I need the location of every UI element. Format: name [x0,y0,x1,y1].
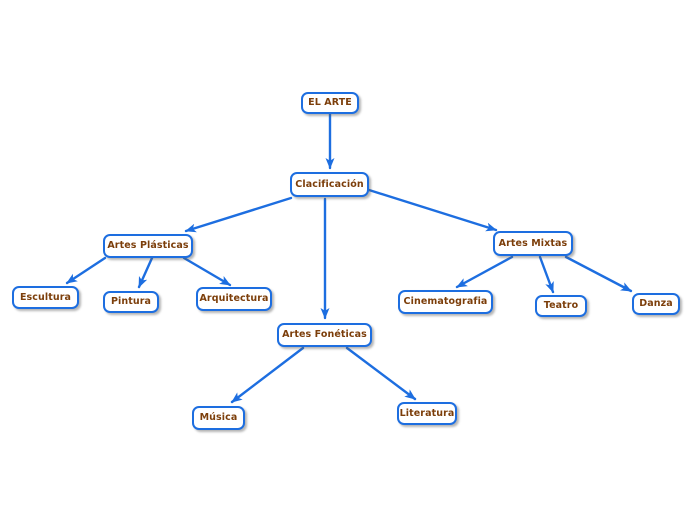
node-literatura[interactable]: Literatura [397,402,457,425]
node-artes-plasticas[interactable]: Artes Plásticas [103,234,193,258]
node-cinematografia-label: Cinematografia [403,296,488,308]
node-pintura-label: Pintura [110,296,152,308]
node-escultura[interactable]: Escultura [12,286,79,309]
node-pintura[interactable]: Pintura [103,291,159,313]
node-escultura-label: Escultura [19,291,72,303]
edge-artes-mixtas-teatro [538,255,555,294]
node-clacificacion-label: Clacificación [295,178,364,190]
edge-artes-mixtas-cinematografia [455,255,514,289]
edge-artes-plasticas-pintura [137,256,154,289]
edge-artes-foneticas-musica [230,346,305,404]
node-arquitectura[interactable]: Arquitectura [196,287,272,311]
node-teatro[interactable]: Teatro [535,295,587,317]
node-artes-mixtas-label: Artes Mixtas [498,237,568,249]
node-el-arte[interactable]: EL ARTE [301,92,359,114]
edge-artes-plasticas-escultura [65,256,107,285]
node-cinematografia[interactable]: Cinematografia [398,290,493,314]
node-artes-foneticas-label: Artes Fonéticas [282,329,367,341]
node-musica-label: Música [199,412,238,424]
edge-artes-plasticas-arquitectura [182,256,232,287]
edge-artes-mixtas-danza [564,255,633,293]
node-clacificacion[interactable]: Clacificación [290,172,369,197]
edge-clacificacion-artes-plasticas [184,196,293,233]
edge-artes-foneticas-literatura [345,346,417,401]
node-literatura-label: Literatura [399,407,455,419]
node-el-arte-label: EL ARTE [308,97,352,109]
node-danza[interactable]: Danza [632,293,680,315]
node-musica[interactable]: Música [192,406,245,430]
edge-clacificacion-artes-mixtas [367,188,498,232]
node-arquitectura-label: Arquitectura [199,293,269,305]
node-artes-plasticas-label: Artes Plásticas [107,240,189,252]
node-danza-label: Danza [639,298,673,310]
node-artes-foneticas[interactable]: Artes Fonéticas [277,323,372,347]
node-teatro-label: Teatro [543,300,579,312]
node-artes-mixtas[interactable]: Artes Mixtas [493,231,573,256]
